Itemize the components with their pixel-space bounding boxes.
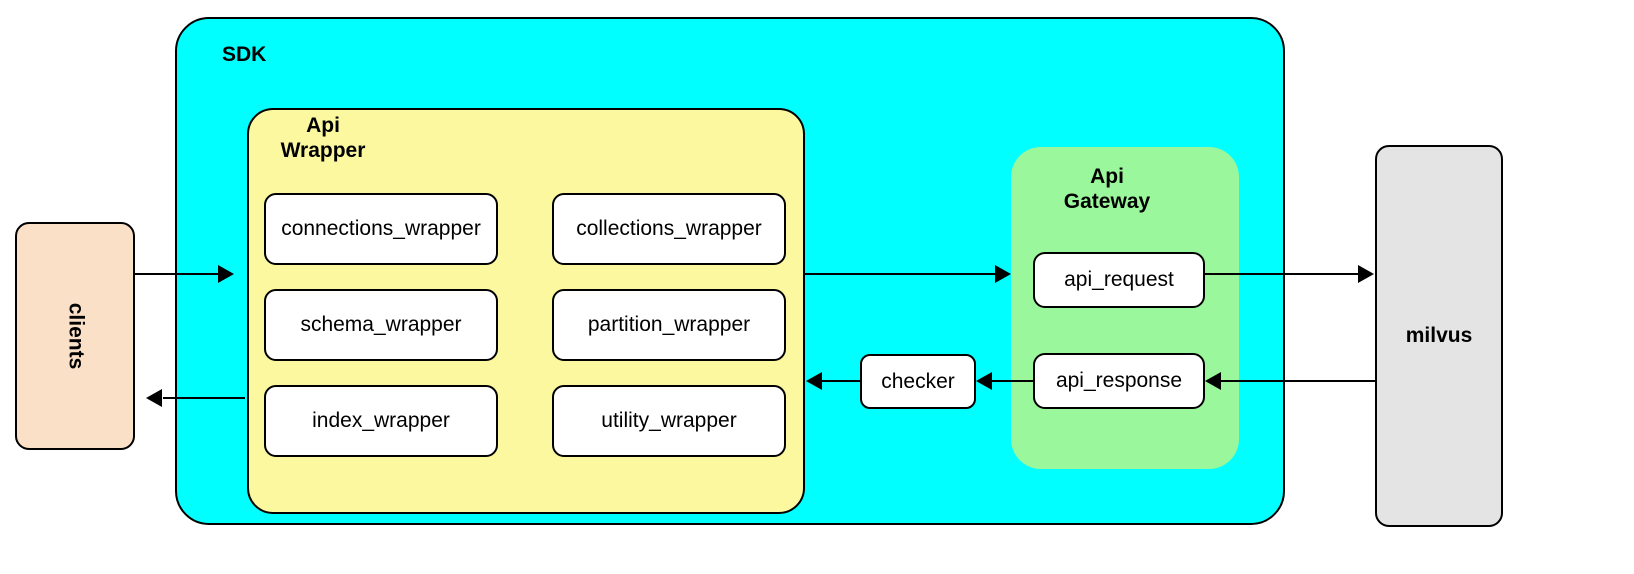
node-schema-wrapper[interactable]: schema_wrapper bbox=[264, 289, 498, 361]
node-schema-wrapper-label: schema_wrapper bbox=[300, 313, 462, 336]
node-api-response[interactable]: api_response bbox=[1033, 353, 1205, 409]
edge-api-response-to-checker bbox=[991, 380, 1033, 382]
edge-api-request-to-milvus-arrowhead bbox=[1358, 265, 1374, 283]
node-api-request[interactable]: api_request bbox=[1033, 252, 1205, 308]
node-milvus[interactable]: milvus bbox=[1375, 145, 1503, 527]
container-api-gateway-title: Api Gateway bbox=[1063, 165, 1151, 213]
edge-checker-to-api-wrapper-arrowhead bbox=[806, 372, 822, 390]
node-partition-wrapper-label: partition_wrapper bbox=[587, 313, 751, 336]
container-api-gateway[interactable] bbox=[1011, 147, 1239, 469]
node-connections-wrapper-label: connections_wrapper bbox=[281, 217, 481, 240]
edge-api-wrapper-to-api-request-arrowhead bbox=[995, 265, 1011, 283]
node-connections-wrapper[interactable]: connections_wrapper bbox=[264, 193, 498, 265]
edge-milvus-to-api-response-arrowhead bbox=[1205, 372, 1221, 390]
node-milvus-label: milvus bbox=[1405, 324, 1473, 347]
node-index-wrapper[interactable]: index_wrapper bbox=[264, 385, 498, 457]
container-sdk-title: SDK bbox=[222, 43, 267, 66]
edge-clients-to-api-wrapper-arrowhead bbox=[218, 265, 234, 283]
container-api-wrapper-title: Api Wrapper bbox=[280, 114, 366, 162]
node-api-response-label: api_response bbox=[1055, 369, 1183, 392]
edge-milvus-to-api-response bbox=[1220, 380, 1375, 382]
edge-api-response-to-checker-arrowhead bbox=[976, 372, 992, 390]
edge-api-request-to-milvus bbox=[1205, 273, 1360, 275]
edge-checker-to-api-wrapper bbox=[822, 380, 860, 382]
edge-clients-to-api-wrapper bbox=[135, 273, 220, 275]
node-collections-wrapper-label: collections_wrapper bbox=[576, 217, 762, 240]
node-clients-label: clients bbox=[64, 302, 87, 370]
node-checker-label: checker bbox=[881, 369, 955, 393]
node-collections-wrapper[interactable]: collections_wrapper bbox=[552, 193, 786, 265]
node-index-wrapper-label: index_wrapper bbox=[312, 409, 450, 432]
edge-api-wrapper-to-api-request bbox=[805, 273, 997, 275]
node-checker[interactable]: checker bbox=[860, 354, 976, 409]
node-clients[interactable]: clients bbox=[15, 222, 135, 450]
edge-api-wrapper-to-clients-arrowhead bbox=[146, 389, 162, 407]
node-utility-wrapper-label: utility_wrapper bbox=[601, 409, 737, 432]
node-utility-wrapper[interactable]: utility_wrapper bbox=[552, 385, 786, 457]
node-api-request-label: api_request bbox=[1064, 268, 1174, 291]
edge-api-wrapper-to-clients bbox=[163, 397, 245, 399]
node-partition-wrapper[interactable]: partition_wrapper bbox=[552, 289, 786, 361]
